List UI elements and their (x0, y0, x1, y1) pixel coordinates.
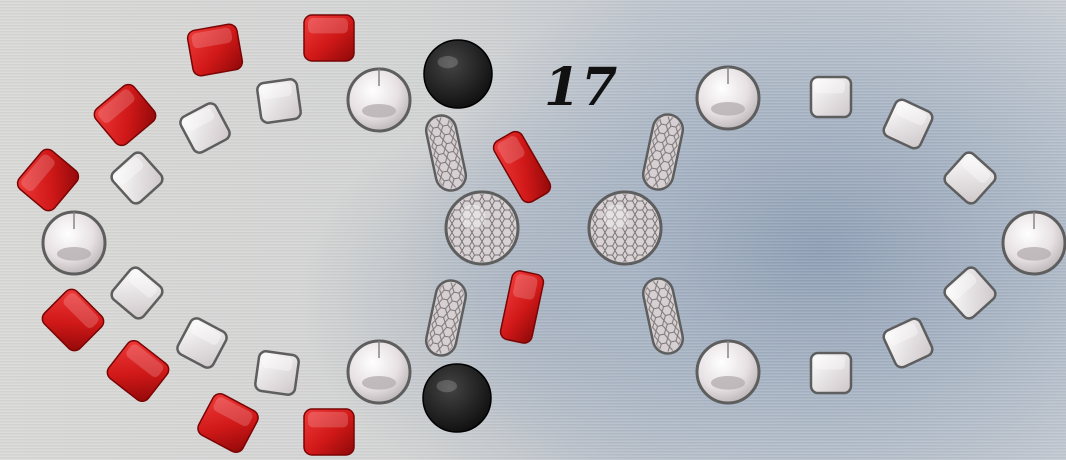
round-space[interactable] (697, 341, 759, 403)
board-space[interactable] (109, 265, 165, 321)
round-space[interactable] (43, 212, 105, 274)
round-space[interactable] (348, 69, 410, 131)
board-space[interactable] (811, 77, 851, 117)
ball-space[interactable] (446, 192, 518, 264)
oval-space[interactable] (423, 278, 468, 359)
red-token[interactable] (39, 286, 107, 354)
red-token[interactable] (195, 391, 261, 455)
round-space[interactable] (348, 341, 410, 403)
round-space[interactable] (697, 67, 759, 129)
board-space[interactable] (178, 101, 232, 155)
round-space[interactable] (1003, 212, 1065, 274)
ball-space[interactable] (589, 192, 661, 264)
red-token[interactable] (304, 409, 354, 455)
red-token[interactable] (491, 129, 554, 206)
board-space[interactable] (109, 150, 165, 206)
board-space[interactable] (881, 316, 934, 369)
board-space[interactable] (811, 353, 851, 393)
turn-counter: 17 (544, 62, 618, 114)
board-space[interactable] (942, 150, 998, 206)
board-space[interactable] (254, 350, 299, 395)
red-token[interactable] (104, 337, 172, 404)
red-token[interactable] (14, 146, 81, 214)
red-token[interactable] (91, 81, 159, 148)
red-token[interactable] (304, 15, 354, 61)
board-space[interactable] (881, 97, 934, 150)
red-token[interactable] (499, 269, 545, 344)
red-token[interactable] (186, 23, 243, 77)
board-space[interactable] (942, 265, 998, 321)
black-token[interactable] (423, 364, 491, 432)
oval-space[interactable] (640, 276, 685, 357)
oval-space[interactable] (423, 113, 468, 194)
board-space[interactable] (175, 316, 229, 370)
board-space[interactable] (256, 78, 301, 123)
oval-space[interactable] (640, 112, 685, 193)
black-token[interactable] (424, 40, 492, 108)
